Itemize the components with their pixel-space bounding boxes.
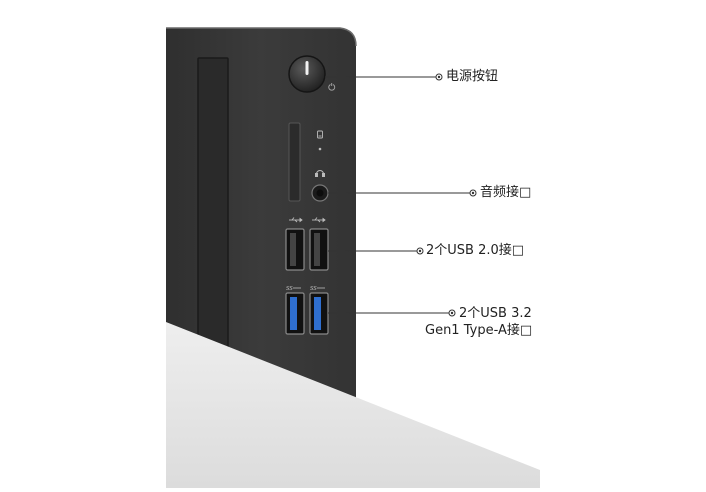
svg-text:SS: SS: [310, 286, 317, 292]
usb-icon: [289, 217, 326, 223]
usb3-port-right[interactable]: [309, 292, 329, 335]
floor-plane: [166, 322, 540, 488]
power-button-label: 电源按钮: [446, 69, 499, 84]
usb3-port-left[interactable]: [285, 292, 305, 335]
card-reader-slot: [288, 122, 301, 202]
power-symbol-icon: [328, 83, 336, 91]
drive-bay-slot: [197, 57, 229, 359]
headset-icon: [315, 170, 325, 177]
usb3-label-line2: Gen1 Type-A接□: [425, 323, 533, 338]
drive-activity-icon: [317, 130, 323, 139]
usb-ss-icon: SS SS: [286, 286, 325, 292]
usb3-label-line1: 2个USB 3.2: [459, 306, 532, 321]
power-indicator-bar: [305, 61, 309, 75]
callout-dots: [416, 73, 477, 317]
usb2-port-right[interactable]: [309, 228, 329, 271]
chassis-top-edge: [166, 27, 357, 47]
callout-lines: [325, 76, 471, 314]
audio-port-label: 音频接□: [480, 185, 532, 200]
svg-text:SS: SS: [286, 286, 293, 292]
usb2-label: 2个USB 2.0接□: [426, 243, 525, 258]
usb2-port-left[interactable]: [285, 228, 305, 271]
drive-activity-led: [318, 147, 322, 151]
